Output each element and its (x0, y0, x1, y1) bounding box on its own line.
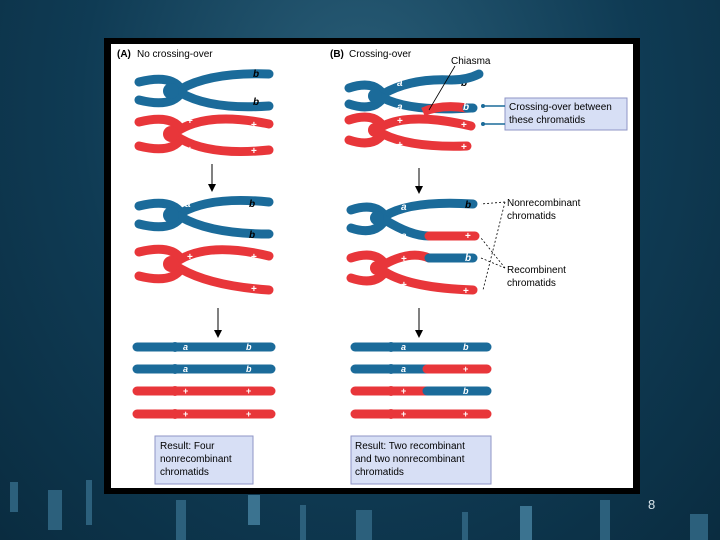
allele-plus: + (397, 140, 403, 151)
panel-a-result-box: Result: Four nonrecombinant chromatids (154, 435, 254, 485)
panel-b-result-line-2: and two nonrecombinant (355, 454, 465, 465)
allele-plus: + (401, 254, 407, 265)
recombinant-line-1: Recombinent (507, 265, 566, 276)
allele-plus: + (251, 252, 257, 263)
allele-b: b (246, 364, 252, 374)
panel-b-letter: (B) (330, 49, 344, 60)
allele-a: a (397, 102, 403, 113)
panel-b-heading: Crossing-over (349, 49, 412, 60)
panel-a-result-line-3: chromatids (160, 467, 209, 478)
allele-a: a (401, 364, 406, 374)
crossing-over-figure: (A) No crossing-over (B) Crossing-over a… (111, 44, 633, 488)
allele-b: b (463, 102, 469, 113)
allele-plus: + (183, 409, 188, 419)
allele-b: b (249, 230, 255, 241)
allele-a: a (401, 202, 407, 213)
allele-a: a (401, 231, 407, 242)
allele-plus: + (463, 364, 468, 374)
allele-plus: + (187, 278, 193, 289)
slide-number: 8 (648, 497, 656, 512)
panel-b-result-box: Result: Two recombinant and two nonrecom… (350, 435, 492, 485)
allele-plus: + (187, 252, 193, 263)
allele-b: b (465, 253, 471, 264)
panel-a-letter: (A) (117, 49, 131, 60)
allele-plus: + (187, 116, 193, 127)
panel-b-red-chromosome-pair-1: + + + + (344, 112, 476, 153)
crossover-callout: Crossing-over between these chromatids (481, 97, 628, 131)
allele-b: b (461, 78, 467, 89)
allele-plus: + (461, 120, 467, 131)
allele-a: a (183, 342, 188, 352)
panel-b-chiasma-crossing: b (421, 69, 484, 117)
panel-a-blue-chromosome-pair-1: a b a b (134, 69, 274, 112)
panel-b-chromatid-3: + b (350, 386, 492, 396)
allele-plus: + (401, 280, 407, 291)
allele-b: b (246, 342, 252, 352)
allele-plus: + (251, 146, 257, 157)
panel-a-red-chromosome-pair-2: + + + + (134, 244, 274, 295)
allele-a: a (185, 100, 191, 111)
recombinant-line-2: chromatids (507, 278, 556, 289)
nonrecombinant-line-2: chromatids (507, 211, 556, 222)
panel-b-red-chromosome-pair-2: + b + + (346, 250, 478, 297)
allele-plus: + (463, 409, 468, 419)
allele-plus: + (246, 409, 251, 419)
allele-plus: + (397, 116, 403, 127)
panel-a-result-line-2: nonrecombinant (160, 454, 232, 465)
background-decoration (10, 480, 708, 540)
allele-plus: + (461, 142, 467, 153)
allele-plus: + (246, 386, 251, 396)
panel-a-red-chromosome-pair-1: + + + + (134, 114, 274, 157)
panel-b-chromatid-4: + + (350, 409, 492, 419)
allele-a: a (185, 227, 191, 238)
allele-a: a (185, 71, 191, 82)
allele-a: a (183, 364, 188, 374)
chiasma-pointer (428, 65, 456, 111)
crossover-label-line-2: these chromatids (509, 115, 585, 126)
panel-a-blue-chromosome-pair-2: a b a b (134, 195, 274, 241)
allele-a: a (185, 199, 191, 210)
panel-b-result-line-3: chromatids (355, 467, 404, 478)
panel-b-result-line-1: Result: Two recombinant (355, 441, 465, 452)
crossover-label-line-1: Crossing-over between (509, 102, 612, 113)
allele-b: b (253, 69, 259, 80)
panel-a-chromatid-2: a b (132, 364, 276, 374)
panel-a-chromatid-4: + + (132, 409, 276, 419)
allele-plus: + (465, 231, 471, 242)
panel-a-result-line-1: Result: Four (160, 441, 215, 452)
nonrecombinant-line-1: Nonrecombinant (507, 198, 581, 209)
allele-b: b (465, 200, 471, 211)
recombinant-label: Recombinent chromatids (480, 237, 566, 289)
panel-a-chromatid-1: a b (132, 342, 276, 352)
allele-b: b (463, 342, 469, 352)
panel-a-heading: No crossing-over (137, 49, 213, 60)
allele-b: b (249, 199, 255, 210)
nonrecombinant-label: Nonrecombinant chromatids (480, 198, 581, 291)
allele-plus: + (463, 286, 469, 297)
chiasma-label: Chiasma (451, 56, 491, 67)
allele-plus: + (401, 386, 406, 396)
allele-plus: + (251, 120, 257, 131)
allele-b: b (253, 97, 259, 108)
allele-plus: + (183, 386, 188, 396)
allele-plus: + (401, 409, 406, 419)
allele-a: a (401, 342, 406, 352)
crossing-over-diagram: (A) No crossing-over (B) Crossing-over a… (117, 49, 628, 485)
allele-b: b (463, 386, 469, 396)
allele-plus: + (187, 145, 193, 156)
allele-a: a (397, 78, 403, 89)
panel-a-chromatid-3: + + (132, 386, 276, 396)
panel-b-chromatid-2: a + (350, 364, 492, 374)
panel-b-chromatid-1: a b (350, 342, 492, 352)
allele-plus: + (251, 284, 257, 295)
panel-b-blue-chromosome-pair-2: a b a + (346, 198, 480, 242)
